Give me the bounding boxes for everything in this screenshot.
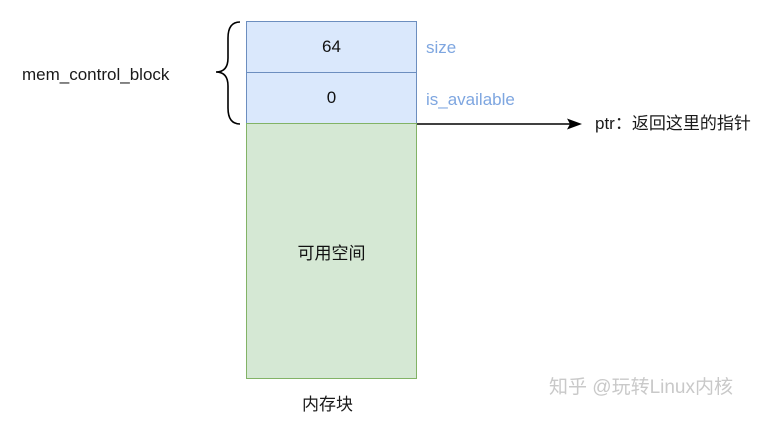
size-field-label: size — [426, 38, 457, 57]
memory-block-caption: 内存块 — [302, 395, 353, 414]
size-field-box: 64 — [246, 21, 417, 73]
is-available-value: 0 — [326, 88, 337, 107]
free-space-box: 可用空间 — [246, 123, 417, 379]
size-value: 64 — [322, 37, 341, 56]
watermark: 知乎 @玩转Linux内核 — [549, 377, 733, 398]
pointer-arrowhead — [567, 118, 582, 130]
is-available-field-label: is_available — [426, 90, 515, 109]
pointer-annotation: ptr：返回这里的指针 — [595, 114, 751, 133]
is-available-field-box: 0 — [246, 72, 417, 124]
group-brace — [215, 21, 241, 125]
mem-control-block-label: mem_control_block — [22, 65, 170, 84]
free-space-label: 可用空间 — [297, 243, 366, 263]
